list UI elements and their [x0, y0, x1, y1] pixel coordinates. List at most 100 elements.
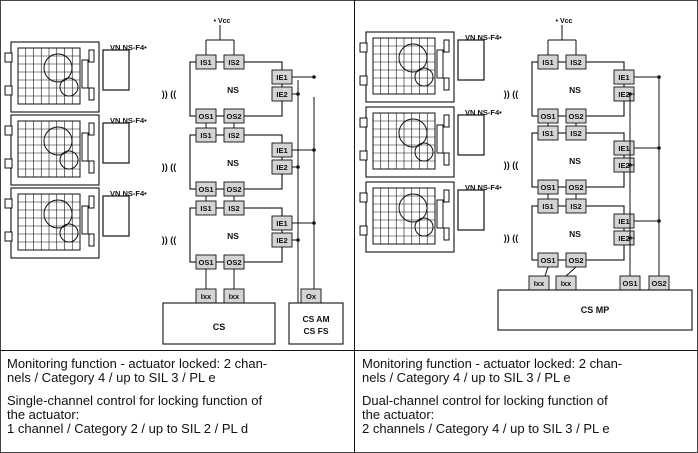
right-actuator-1-knob-small — [414, 67, 434, 87]
junction-dot — [628, 236, 632, 240]
right-actuator-1-knob-large — [398, 43, 428, 73]
left-actuator-2-tab-top — [88, 122, 95, 136]
left-ns-2-is1-label: IS1 — [200, 131, 211, 140]
left-ns-2-wave-glyph: )) (( — [162, 162, 177, 172]
left-ns-3-ie1-label: IE1 — [276, 219, 287, 228]
right-ns-3-body — [531, 205, 625, 261]
left-csam-box — [288, 302, 344, 345]
right-ns-1-os1-label: OS1 — [540, 112, 555, 121]
left-ixx-1-label: Ixx — [201, 292, 212, 301]
junction-dot — [312, 75, 316, 79]
left-cs-fs-label: CS FS — [303, 326, 328, 336]
left-ns-1-os2-label: OS2 — [226, 112, 241, 121]
right-cs-mp-label: CS MP — [581, 305, 610, 315]
left-vcc-label: • Vcc — [214, 18, 231, 25]
left-ns-1-ie1-label: IE1 — [276, 73, 287, 82]
junction-dot — [312, 221, 316, 225]
right-actuator-1-vn-label: VN NS-F4• — [465, 33, 502, 42]
right-actuator-2-key — [457, 114, 485, 156]
right-ns-1-label: NS — [569, 85, 581, 95]
left-ns-3-os2-label: OS2 — [226, 258, 241, 267]
right-ns-1-ie2-label: IE2 — [618, 90, 629, 99]
right-os1-ixx — [544, 266, 549, 277]
left-actuator-1-latch — [81, 59, 89, 89]
left-actuator-2-mount-bottom — [4, 158, 13, 169]
right-ns-2-wave-glyph: )) (( — [504, 160, 519, 170]
right-ns-2-os2-label: OS2 — [568, 183, 583, 192]
left-actuator-1-mount-bottom — [4, 85, 13, 96]
left-ns-3-is1-label: IS1 — [200, 204, 211, 213]
right-ns-3-is2-label: IS2 — [570, 202, 581, 211]
right-ns-3-is1-label: IS1 — [542, 202, 553, 211]
left-actuator-3-key — [102, 195, 130, 237]
left-ns-1-body — [189, 61, 283, 117]
right-actuator-3-knob-large — [398, 193, 428, 223]
right-ns-1-is1-label: IS1 — [542, 58, 553, 67]
right-ns-2-is2-label: IS2 — [570, 129, 581, 138]
left-ixx-2-label: Ixx — [229, 292, 240, 301]
left-actuator-3-tab-top — [88, 195, 95, 209]
right-ns-3-ie2-label: IE2 — [618, 234, 629, 243]
right-actuator-3-knob-small — [414, 217, 434, 237]
right-actuator-3-mount-bottom — [359, 225, 368, 236]
right-ns-1-is2-label: IS2 — [570, 58, 581, 67]
left-cs-label: CS — [213, 322, 226, 332]
junction-dot — [628, 163, 632, 167]
left-actuator-1-tab-top — [88, 49, 95, 63]
left-ns-1-is2-label: IS2 — [228, 58, 239, 67]
right-actuator-1-key — [457, 39, 485, 81]
left-actuator-3-tab-bottom — [88, 233, 95, 247]
left-actuator-3-knob-large — [43, 199, 73, 229]
right-actuator-3-vn-label: VN NS-F4• — [465, 183, 502, 192]
right-ns-3-os2-label: OS2 — [568, 256, 583, 265]
right-ns-2-os1-label: OS1 — [540, 183, 555, 192]
left-ns-3-body — [189, 207, 283, 263]
left-actuator-3-vn-label: VN NS-F4• — [110, 189, 147, 198]
left-actuator-3-latch — [81, 205, 89, 235]
left-ns-1-wave-glyph: )) (( — [162, 89, 177, 99]
left-ns-2-os1-label: OS1 — [198, 185, 213, 194]
junction-dot — [657, 146, 661, 150]
left-ns-2-ie2-label: IE2 — [276, 163, 287, 172]
junction-dot — [657, 219, 661, 223]
right-cs-os2-label: OS2 — [651, 279, 666, 288]
left-caption-locking: Single-channel control for locking funct… — [7, 393, 263, 436]
left-actuator-3-mount-bottom — [4, 231, 13, 242]
left-actuator-1-tab-bottom — [88, 87, 95, 101]
right-actuator-1-mount-bottom — [359, 75, 368, 86]
junction-dot — [296, 92, 300, 96]
left-actuator-1-knob-large — [43, 53, 73, 83]
left-cs-box — [162, 302, 276, 345]
junction-dot — [312, 148, 316, 152]
left-actuator-1-knob-small — [59, 77, 79, 97]
right-actuator-3-mount-top — [359, 192, 368, 203]
left-ns-3-wave-glyph: )) (( — [162, 235, 177, 245]
right-actuator-1-tab-top — [443, 39, 450, 53]
left-ns-3-os1-label: OS1 — [198, 258, 213, 267]
left-ns-2-os2-label: OS2 — [226, 185, 241, 194]
left-ns-2-is2-label: IS2 — [228, 131, 239, 140]
left-ox-label: Ox — [306, 292, 317, 301]
right-actuator-1-latch — [436, 49, 444, 79]
left-actuator-2-mount-top — [4, 125, 13, 136]
left-actuator-2-vn-label: VN NS-F4• — [110, 116, 147, 125]
junction-dot — [296, 165, 300, 169]
junction-dot — [296, 238, 300, 242]
right-actuator-3-tab-bottom — [443, 227, 450, 241]
right-cs-os1-label: OS1 — [622, 279, 637, 288]
right-actuator-2-tab-top — [443, 114, 450, 128]
right-caption-monitoring: Monitoring function - actuator locked: 2… — [362, 356, 623, 385]
left-actuator-3-mount-top — [4, 198, 13, 209]
right-ns-3-os1-label: OS1 — [540, 256, 555, 265]
right-actuator-3-tab-top — [443, 189, 450, 203]
right-actuator-2-mount-bottom — [359, 150, 368, 161]
left-actuator-2-latch — [81, 132, 89, 162]
left-ns-3-is2-label: IS2 — [228, 204, 239, 213]
left-ns-1-label: NS — [227, 85, 239, 95]
left-actuator-1-mount-top — [4, 52, 13, 63]
left-actuator-2-key — [102, 122, 130, 164]
right-ixx-2-label: Ixx — [561, 279, 572, 288]
left-ns-3-ie2-label: IE2 — [276, 236, 287, 245]
left-actuator-2-knob-small — [59, 150, 79, 170]
